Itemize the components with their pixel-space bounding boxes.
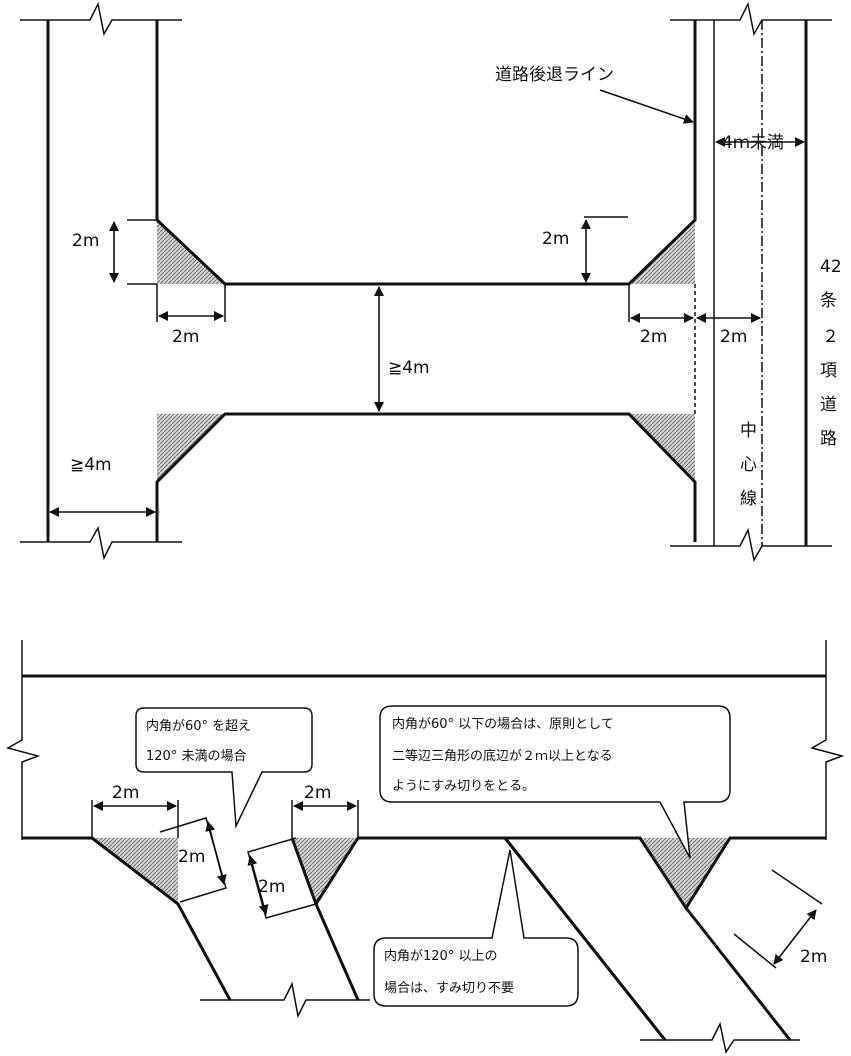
road-width-label: 4ｍ未満 [722, 133, 784, 153]
right-corner-horizontal-label: 2m [640, 327, 667, 347]
left-road-inner-edge-upper [155, 20, 697, 286]
left-corner-vertical-ext [127, 219, 157, 285]
dim-top-left-label: 2m [112, 783, 139, 803]
road-type-label-3: ２ [822, 327, 839, 347]
break-line-bottom-left [20, 525, 182, 561]
side-road-wide-right [684, 907, 792, 1041]
centerline-label-3: 線 [740, 489, 757, 509]
dim-diag-left-label: 2m [178, 847, 205, 867]
dim-top-right-ext [291, 800, 359, 838]
side-road-1-left-edge [290, 837, 318, 905]
bubble-acute-line2: 二等辺三角形の底辺が２ｍ以上となる [392, 748, 613, 764]
centerline-label-1: 中 [740, 421, 757, 441]
setback-to-center-label: 2m [720, 327, 747, 347]
corner-cut-acute [640, 838, 730, 908]
bubble-obtuse-line2: 120° 未満の場合 [146, 749, 246, 764]
main-road-right-break [810, 640, 845, 840]
bubble-wide [373, 849, 579, 1007]
bubble-wide-line2: 場合は、すみ切り不要 [384, 981, 514, 996]
left-road-inner-edge-lower [155, 412, 697, 542]
break-line-side-road-1 [200, 981, 370, 1019]
road-type-label-4: 項 [820, 361, 837, 381]
main-road-left-break [6, 640, 41, 840]
bubble-acute-line1: 内角が60° 以下の場合は、原則として [392, 716, 614, 732]
dim-top-left-ext [91, 800, 179, 838]
dim-diag-left-arrow [205, 821, 227, 885]
bubble-wide-line1: 内角が120° 以上の [384, 948, 497, 964]
bubble-obtuse [135, 707, 313, 829]
main-road-bottom-edge [22, 836, 232, 1001]
setback-line-label: 道路後退ライン [495, 65, 614, 85]
street-width-label: ≧4m [388, 358, 430, 378]
dim-diag-right-arrow [247, 855, 269, 915]
right-corner-vertical-label: 2m [542, 229, 569, 249]
side-road-wide-left [503, 837, 667, 1041]
setback-line-pointer [599, 89, 694, 124]
corner-cut-obtuse-right [292, 838, 358, 904]
dim-acute-ext [733, 869, 823, 969]
break-line-top-right [670, 1, 832, 37]
bubble-obtuse-line1: 内角が60° を超え [146, 718, 251, 734]
bubble-acute-line3: ようにすみ切りをとる。 [392, 779, 535, 794]
road-type-label-5: 道 [820, 395, 837, 415]
road-type-label-2: 条 [820, 291, 837, 311]
left-corner-horizontal-ext [156, 284, 226, 322]
dim-acute-arrow [773, 909, 817, 965]
bottom-diagram: 2m 2m 2m 2m 2m 内角が60° を超え 120° 未満の場合 内角が… [6, 640, 845, 1054]
left-corner-horizontal-label: 2m [172, 327, 199, 347]
break-line-top-left [20, 1, 182, 37]
dim-top-right-label: 2m [304, 783, 331, 803]
side-road-width-label: ≧4m [70, 455, 112, 475]
bubble-acute [379, 705, 731, 859]
break-line-bottom-right [670, 527, 832, 563]
left-corner-vertical-label: 2m [72, 231, 99, 251]
top-diagram: 道路後退ライン 4ｍ未満 42 条 ２ 項 道 路 中 心 線 2m 2m 2m… [20, 1, 842, 563]
dim-diag-right-label: 2m [258, 877, 285, 897]
road-type-label-1: 42 [820, 257, 842, 277]
centerline-label-2: 心 [740, 455, 757, 475]
dim-acute-label: 2m [800, 947, 827, 967]
road-type-label-6: 路 [820, 429, 837, 449]
break-line-side-road-2 [640, 1021, 800, 1054]
